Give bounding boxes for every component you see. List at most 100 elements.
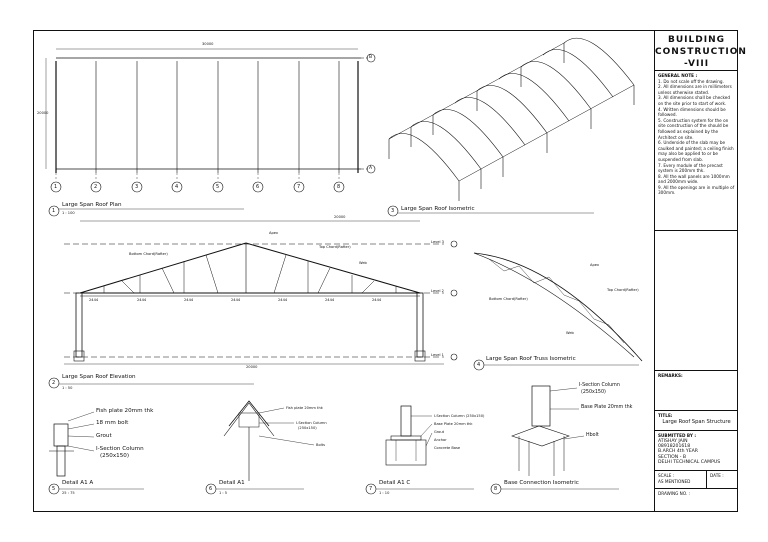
title-label: TITLE: bbox=[658, 413, 673, 418]
submitted-line-3: B.ARCH 4th YEAR bbox=[658, 449, 698, 455]
elev-bay-3: 2444 bbox=[184, 298, 194, 302]
title-block-header: BUILDING CONSTRUCTION -VIII bbox=[655, 31, 747, 71]
detail-a1-view-title: Detail A1 bbox=[219, 480, 245, 486]
detail-a1-label-column-size: (250x150) bbox=[298, 426, 317, 430]
truss-apex-label: Apex bbox=[590, 263, 600, 267]
date-label: DATE : bbox=[710, 473, 724, 478]
blank-panel bbox=[655, 231, 738, 371]
detail-a1c-label-grout: Grout bbox=[434, 430, 445, 434]
plan-grid-col-8: 8 bbox=[337, 184, 341, 190]
detail-a1a-view-number: 5 bbox=[52, 486, 56, 492]
note-2: 2. All dimensions are in millimeters unl… bbox=[658, 84, 732, 95]
elev-level-3: Level 3 bbox=[431, 240, 444, 244]
note-9: 9. All the openings are in multiple of 3… bbox=[658, 184, 735, 196]
title-value: Large Roof Span Structure bbox=[662, 418, 731, 425]
elev-bay-7: 2444 bbox=[372, 298, 382, 302]
submitted-line-2: 08918201618 bbox=[658, 444, 691, 449]
title-line-2: CONSTRUCTION bbox=[655, 47, 747, 57]
plan-dim-side: 20000 bbox=[37, 111, 49, 115]
truss-top-chord-label: Top Chord(Rafter) bbox=[607, 288, 639, 292]
plan-grid-col-3: 3 bbox=[135, 184, 139, 190]
plan-grid-a: A bbox=[369, 166, 373, 171]
elev-bay-6: 2444 bbox=[325, 298, 335, 302]
elev-level-1: Level 1 bbox=[431, 353, 444, 357]
drawing-sheet: 30000 20000 B A 1 2 3 4 5 6 7 8 1 Large … bbox=[33, 30, 747, 512]
plan-grid-col-7: 7 bbox=[297, 184, 301, 190]
title-block: BUILDING CONSTRUCTION -VIII GENERAL NOTE… bbox=[654, 31, 747, 511]
detail-a1c-view-title: Detail A1 C bbox=[379, 480, 411, 486]
note-8: 8. All the wall panels are 1000mm and 20… bbox=[658, 173, 730, 185]
truss-view-number: 4 bbox=[477, 362, 481, 368]
drawing-no-panel: DRAWING NO. : bbox=[655, 489, 738, 511]
truss-view-title: Large Span Roof Truss Isometric bbox=[486, 356, 576, 362]
drawing-linework bbox=[45, 37, 643, 495]
note-1: 1. Do not scale off the drawing. bbox=[658, 78, 724, 84]
elev-view-title: Large Span Roof Elevation bbox=[62, 374, 136, 380]
plan-grid-col-1: 1 bbox=[54, 184, 58, 190]
note-7: 7. Every module of the precast system is… bbox=[658, 162, 723, 174]
elev-dim-bottom: 20000 bbox=[246, 365, 258, 369]
elev-dim-top: 20000 bbox=[334, 215, 346, 219]
elev-level-2: Level 2 bbox=[431, 289, 444, 293]
remarks-panel: REMARKS: bbox=[655, 371, 738, 411]
note-6: 6. Underside of the slab may be caulked … bbox=[658, 140, 734, 162]
detail-a1-label-column: I-Section Column bbox=[296, 421, 327, 425]
notes-heading: GENERAL NOTE : bbox=[658, 73, 698, 78]
detail-a1a-label-column: I-Section Column bbox=[96, 446, 144, 452]
elev-apex-label: Apex bbox=[269, 231, 279, 235]
plan-view-scale: 1 : 100 bbox=[62, 211, 75, 215]
detail-a1-label-fish-plate: Fish plate 20mm thk bbox=[286, 406, 323, 410]
detail-a1a-label-column-size: (250x150) bbox=[100, 453, 130, 459]
title-line-3: -VIII bbox=[683, 59, 710, 69]
elev-bottom-chord-label: Bottom Chord(Rafter) bbox=[129, 252, 168, 256]
scale-label: SCALE : bbox=[658, 473, 675, 478]
truss-web-label: Web bbox=[566, 331, 574, 335]
elev-bay-4: 2444 bbox=[231, 298, 241, 302]
elev-bay-2: 2444 bbox=[137, 298, 147, 302]
plan-grid-col-6: 6 bbox=[256, 184, 260, 190]
plan-view-number: 1 bbox=[52, 208, 56, 214]
base-iso-label-column-size: (250x150) bbox=[581, 390, 606, 395]
plan-grid-col-2: 2 bbox=[94, 184, 98, 190]
base-iso-view-number: 8 bbox=[494, 486, 498, 492]
detail-a1c-label-concrete-base: Concrete Base bbox=[434, 446, 461, 450]
detail-a1-view-number: 6 bbox=[209, 486, 213, 492]
detail-a1a-label-grout: Grout bbox=[96, 433, 112, 439]
detail-a1c-view-number: 7 bbox=[369, 486, 373, 492]
detail-a1a-label-fish-plate: Fish plate 20mm thk bbox=[96, 408, 154, 414]
detail-a1c-label-column: I-Section Column (250x150) bbox=[434, 414, 485, 418]
elev-view-number: 2 bbox=[52, 380, 56, 386]
detail-a1c-label-anchor: Anchor bbox=[434, 438, 447, 442]
note-5: 5. Construction system for the on site c… bbox=[658, 117, 729, 140]
submitted-panel: SUBMITTED BY : ATISHAY JAIN 08918201618 … bbox=[655, 431, 738, 471]
title-line-1: BUILDING bbox=[668, 35, 725, 45]
detail-a1c-label-base-plate: Base Plate 20mm thk bbox=[434, 422, 473, 426]
drawing-no-label: DRAWING NO. : bbox=[658, 491, 691, 496]
note-3: 3. All dimensions shall be checked on th… bbox=[658, 95, 731, 106]
base-iso-label-base-plate: Base Plate 20mm thk bbox=[581, 405, 633, 410]
elev-top-chord-label: Top Chord(Rafter) bbox=[319, 245, 351, 249]
date-cell: DATE : bbox=[707, 471, 738, 489]
iso-view-number: 3 bbox=[391, 208, 395, 214]
plan-grid-b: B bbox=[369, 55, 373, 60]
scale-cell: SCALE : AS MENTIONED bbox=[655, 471, 707, 489]
elev-view-scale: 1 : 50 bbox=[62, 386, 73, 390]
plan-dim-top: 30000 bbox=[202, 42, 214, 46]
drawing-area: 30000 20000 B A 1 2 3 4 5 6 7 8 1 Large … bbox=[34, 31, 649, 511]
elev-web-label: Web bbox=[359, 261, 367, 265]
remarks-label: REMARKS: bbox=[658, 373, 683, 378]
detail-a1c-view-scale: 1 : 10 bbox=[379, 491, 390, 495]
submitted-label: SUBMITTED BY : bbox=[658, 433, 697, 438]
iso-view-title: Large Span Roof Isometric bbox=[401, 206, 475, 212]
base-iso-label-hbolt: Hbolt bbox=[586, 433, 599, 438]
note-4: 4. Written dimensions should be followed… bbox=[658, 106, 726, 118]
base-iso-label-column: I-Section Column bbox=[579, 383, 620, 388]
submitted-line-1: ATISHAY JAIN bbox=[658, 438, 688, 444]
detail-a1-label-bolts: Bolts bbox=[316, 443, 325, 447]
truss-bottom-chord-label: Bottom Chord(Rafter) bbox=[489, 297, 528, 301]
elev-bay-1: 2444 bbox=[89, 298, 99, 302]
detail-a1a-label-bolt: 18 mm bolt bbox=[96, 420, 129, 426]
title-panel: TITLE: Large Roof Span Structure bbox=[655, 411, 738, 431]
detail-a1a-view-title: Detail A1 A bbox=[62, 480, 94, 486]
scale-date-panel: SCALE : AS MENTIONED DATE : bbox=[655, 471, 738, 489]
